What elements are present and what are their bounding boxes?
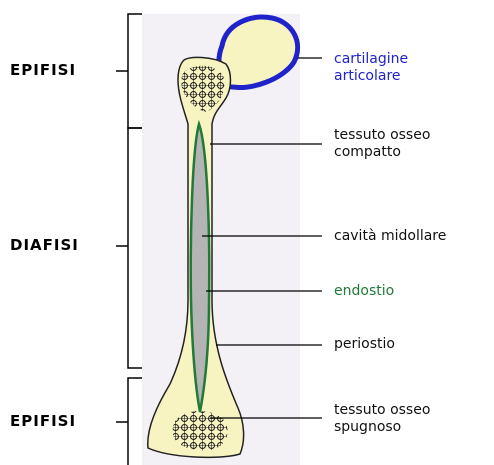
label-tessuto-compatto: tessuto osseo compatto xyxy=(334,127,430,161)
label-spongy-line1: tessuto osseo xyxy=(334,402,430,419)
label-periostio: periostio xyxy=(334,336,395,353)
bracket-top-epifisi xyxy=(128,14,142,128)
label-cavita-midollare: cavità midollare xyxy=(334,228,446,245)
bracket-diafisi xyxy=(128,128,142,368)
label-top-epifisi: EPIFISI xyxy=(10,61,76,79)
label-tessuto-spugnoso: tessuto osseo spugnoso xyxy=(334,402,430,436)
label-spongy-line2: spugnoso xyxy=(334,419,430,436)
label-cartilagine-articolare: cartilagine articolare xyxy=(334,51,408,85)
label-compact-line1: tessuto osseo xyxy=(334,127,430,144)
label-diafisi: DIAFISI xyxy=(10,236,79,254)
label-compact-line2: compatto xyxy=(334,144,430,161)
label-cartilage-line1: cartilagine xyxy=(334,51,408,68)
label-cartilage-line2: articolare xyxy=(334,68,408,85)
spongy-bone-bottom xyxy=(173,411,228,451)
label-bottom-epifisi: EPIFISI xyxy=(10,412,76,430)
bracket-bottom-epifisi xyxy=(128,378,142,465)
medullary-cavity xyxy=(191,124,209,412)
label-endostio: endostio xyxy=(334,283,394,300)
